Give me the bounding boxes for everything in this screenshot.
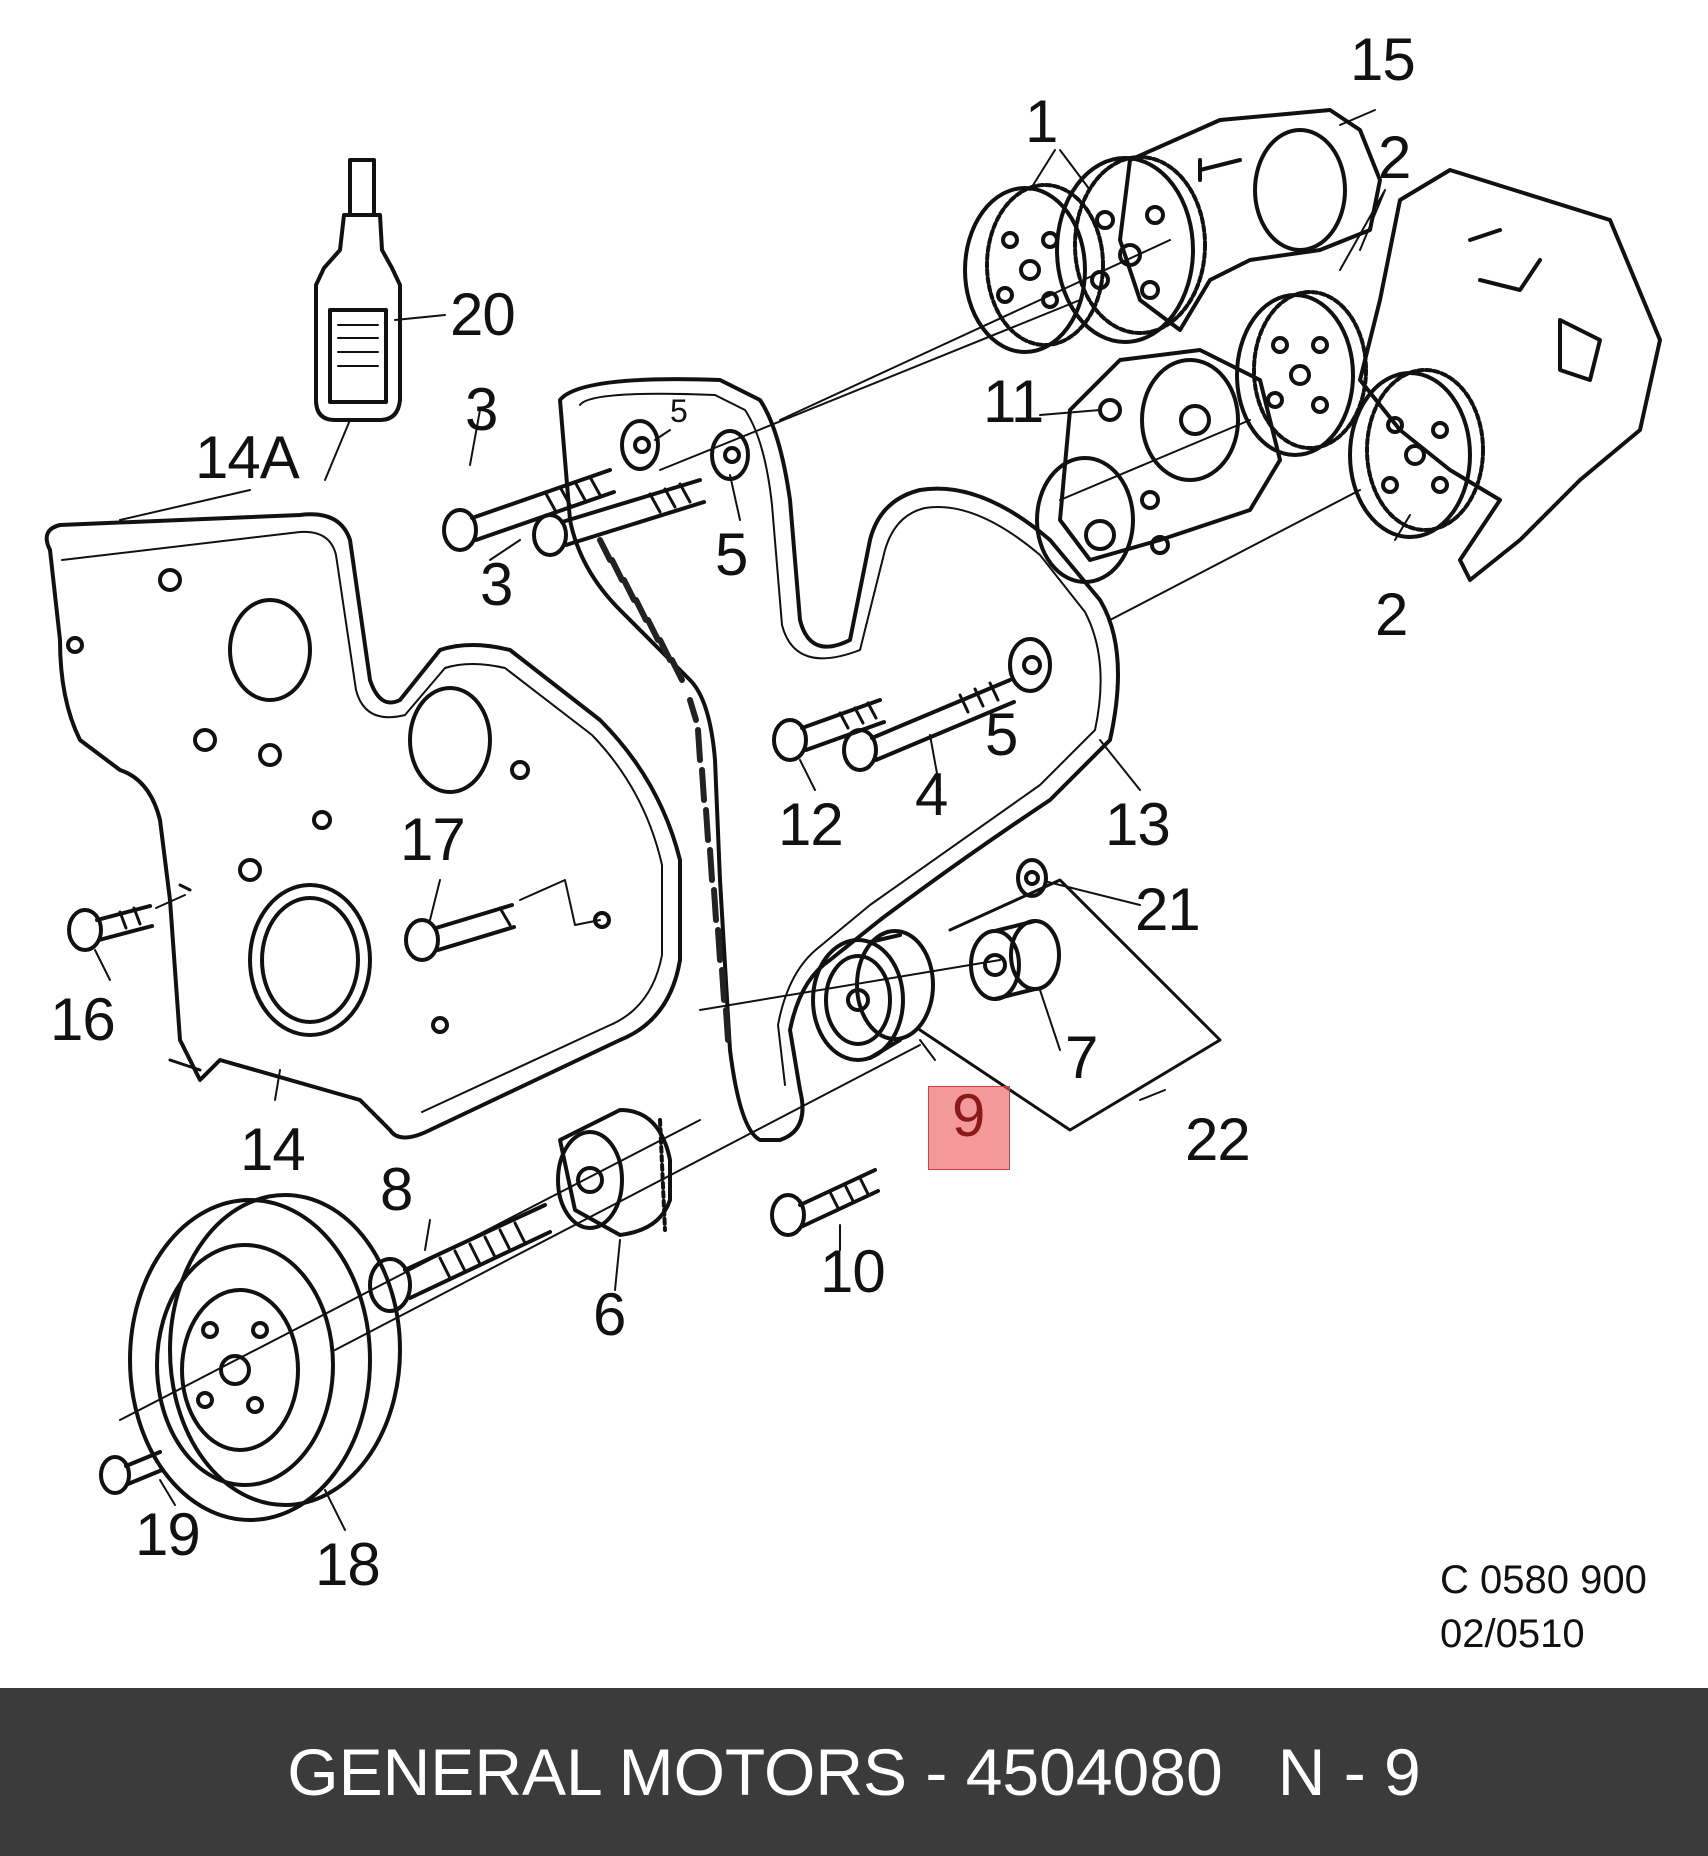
idler-5c (1008, 637, 1052, 693)
callout-2-bottom: 2 (1375, 581, 1408, 648)
rear-cover-15 (1118, 108, 1382, 332)
footer-brand: GENERAL MOTORS (287, 1735, 908, 1809)
callout-14A: 14A (195, 424, 300, 491)
callout-11: 11 (983, 368, 1044, 435)
kit-bracket-22 (918, 878, 1222, 1132)
footer-suffix: N - 9 (1277, 1735, 1421, 1809)
bolt-12 (772, 698, 886, 762)
footer-part-number: 4504080 (965, 1735, 1223, 1809)
bearing-7 (969, 919, 1061, 1001)
footer-bar: GENERAL MOTORS - 4504080 N - 9 (0, 1688, 1708, 1856)
bolt-16 (67, 894, 186, 952)
callout-17: 17 (400, 806, 466, 873)
washer-21 (1016, 858, 1048, 898)
footer-gap (1223, 1734, 1278, 1810)
exploded-parts-diagram (44, 108, 1662, 1531)
leader-lines (94, 109, 1411, 1531)
drawing-date-code: 02/0510 (1440, 1612, 1585, 1656)
bolt-10 (770, 1168, 880, 1237)
callout-2-top: 2 (1378, 124, 1411, 191)
axis-lines (119, 239, 1361, 1421)
bolt-17 (404, 879, 601, 962)
camshaft-gear-1b (1055, 155, 1207, 344)
callout-5-small: 5 (670, 393, 688, 429)
callout-19: 19 (135, 1501, 201, 1568)
callout-1: 1 (1025, 88, 1058, 155)
callout-21: 21 (1135, 876, 1201, 943)
sealant-bottle-20 (314, 158, 402, 422)
idler-5a (620, 419, 660, 471)
bolt-4 (842, 678, 1016, 772)
callout-20: 20 (450, 281, 516, 348)
crank-gear-6 (556, 1108, 672, 1237)
callout-5-lower: 5 (985, 701, 1018, 768)
tensioner-pulley-9 (811, 929, 935, 1062)
callout-14: 14 (240, 1116, 306, 1183)
callout-3-top: 3 (465, 376, 498, 443)
callout-3-bottom: 3 (480, 551, 513, 618)
callout-22: 22 (1185, 1106, 1251, 1173)
callout-10: 10 (820, 1238, 886, 1305)
front-cover-14 (44, 512, 682, 1140)
tensioner-11 (1035, 348, 1282, 584)
camshaft-gear-1a (963, 183, 1105, 354)
drawing-code: C 0580 900 (1440, 1558, 1647, 1602)
callout-5-middle: 5 (715, 521, 748, 588)
callout-4: 4 (915, 761, 948, 828)
callout-6: 6 (593, 1281, 626, 1348)
callout-18: 18 (315, 1531, 381, 1598)
callout-8: 8 (380, 1156, 413, 1223)
callout-16: 16 (50, 986, 116, 1053)
callout-12: 12 (778, 791, 844, 858)
camshaft-gear-2a (1235, 290, 1368, 457)
rear-cover-right (1358, 168, 1662, 582)
callout-13: 13 (1105, 791, 1171, 858)
callout-7: 7 (1065, 1024, 1098, 1091)
callout-9: 9 (952, 1082, 985, 1149)
footer-separator: - (907, 1735, 966, 1809)
bolt-19 (99, 1450, 164, 1495)
timing-belt-13 (558, 377, 1120, 1142)
bolt-3b (532, 478, 706, 557)
idler-5b (710, 429, 750, 481)
crank-pulley-18 (128, 1193, 402, 1522)
camshaft-gear-2b (1348, 368, 1485, 539)
callout-15: 15 (1350, 26, 1416, 93)
highlight-part-9 (928, 1086, 1010, 1170)
